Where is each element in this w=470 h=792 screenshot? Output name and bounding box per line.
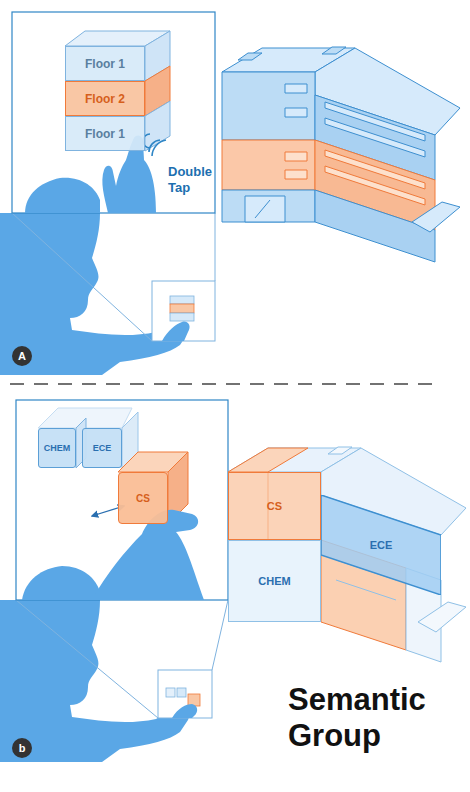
small-inset xyxy=(158,670,212,718)
panel-badge: b xyxy=(12,738,32,758)
divider xyxy=(10,383,440,385)
node-text: ECE xyxy=(370,539,393,551)
zoom-inset xyxy=(16,400,228,600)
node-text: Floor 1 xyxy=(85,57,125,71)
panel-title: Semantic Group xyxy=(288,682,453,753)
node-text: CHEM xyxy=(258,575,290,587)
node-text: A xyxy=(18,350,26,362)
building xyxy=(228,447,466,662)
node-text: b xyxy=(19,742,26,754)
group-cube: CS xyxy=(118,472,168,524)
floor-box: Floor 2 xyxy=(65,81,145,116)
small-inset xyxy=(152,281,215,341)
node-text: CHEM xyxy=(44,443,71,453)
floor-box: Floor 1 xyxy=(65,116,145,151)
building-region: ECE xyxy=(321,495,441,595)
group-cube: ECE xyxy=(82,428,122,468)
node-text: CS xyxy=(267,500,282,512)
building xyxy=(222,47,460,262)
floor-box: Floor 1 xyxy=(65,46,145,81)
group-cube: CHEM xyxy=(38,428,76,468)
building-region: CHEM xyxy=(228,540,321,622)
node-text: ECE xyxy=(93,443,112,453)
node-text: CS xyxy=(136,493,150,504)
building-region: CS xyxy=(228,472,321,540)
panel-badge: A xyxy=(12,346,32,366)
node-text: Floor 2 xyxy=(85,92,125,106)
gesture-label: Double Tap xyxy=(168,164,220,195)
node-text: Floor 1 xyxy=(85,127,125,141)
